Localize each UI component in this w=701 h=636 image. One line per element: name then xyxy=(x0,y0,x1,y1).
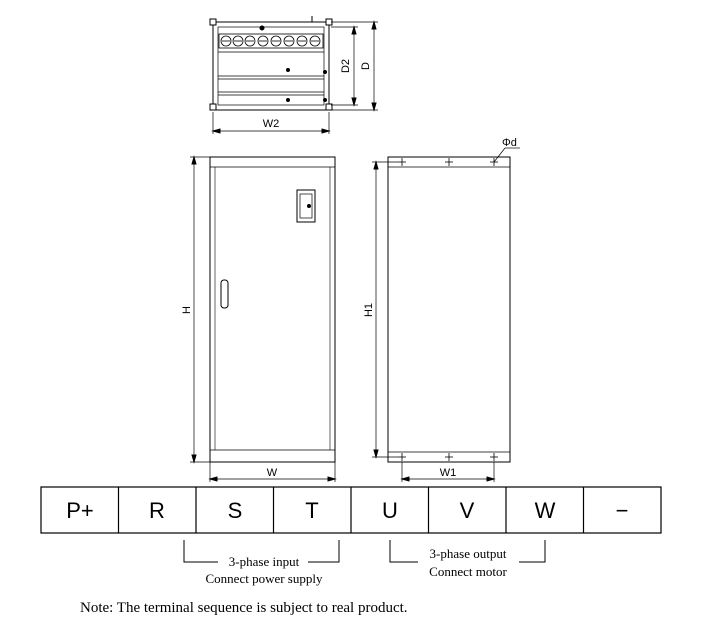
dim-label-w1: W1 xyxy=(440,467,457,479)
front-view-outline xyxy=(209,156,336,463)
input-bracket xyxy=(183,540,218,563)
dim-label-h: H xyxy=(181,306,193,314)
terminal-minus: − xyxy=(616,498,629,523)
dim-label-d2: D2 xyxy=(340,59,352,73)
terminal-u: U xyxy=(382,498,398,523)
output-bracket xyxy=(389,540,418,563)
note-text: Note: The terminal sequence is subject t… xyxy=(80,600,408,616)
terminal-s: S xyxy=(228,498,243,523)
door-handle xyxy=(220,279,229,309)
front-view xyxy=(190,155,337,482)
dim-label-h1: H1 xyxy=(363,303,375,317)
dim-label-phi-d: Φd xyxy=(502,137,517,149)
side-view-outline xyxy=(387,156,511,463)
terminal-strip xyxy=(40,486,662,534)
terminal-w: W xyxy=(535,498,556,523)
output-group-label: 3-phase output xyxy=(430,546,507,561)
terminal-r: R xyxy=(149,498,165,523)
display-window xyxy=(296,189,316,223)
top-view xyxy=(209,16,378,134)
output-group-sublabel: Connect motor xyxy=(429,564,507,579)
terminal-t: T xyxy=(305,498,318,523)
dim-label-d: D xyxy=(360,62,372,70)
dim-label-w2: W2 xyxy=(263,118,280,130)
side-view xyxy=(372,147,520,482)
top-view-outline xyxy=(212,21,330,111)
input-group-label: 3-phase input xyxy=(229,554,300,569)
input-group-sublabel: Connect power supply xyxy=(206,571,323,586)
dim-label-w: W xyxy=(267,467,278,479)
terminal-p-plus: P+ xyxy=(66,498,94,523)
terminal-v: V xyxy=(460,498,475,523)
group-brackets xyxy=(183,540,546,563)
terminal-block xyxy=(218,33,324,49)
